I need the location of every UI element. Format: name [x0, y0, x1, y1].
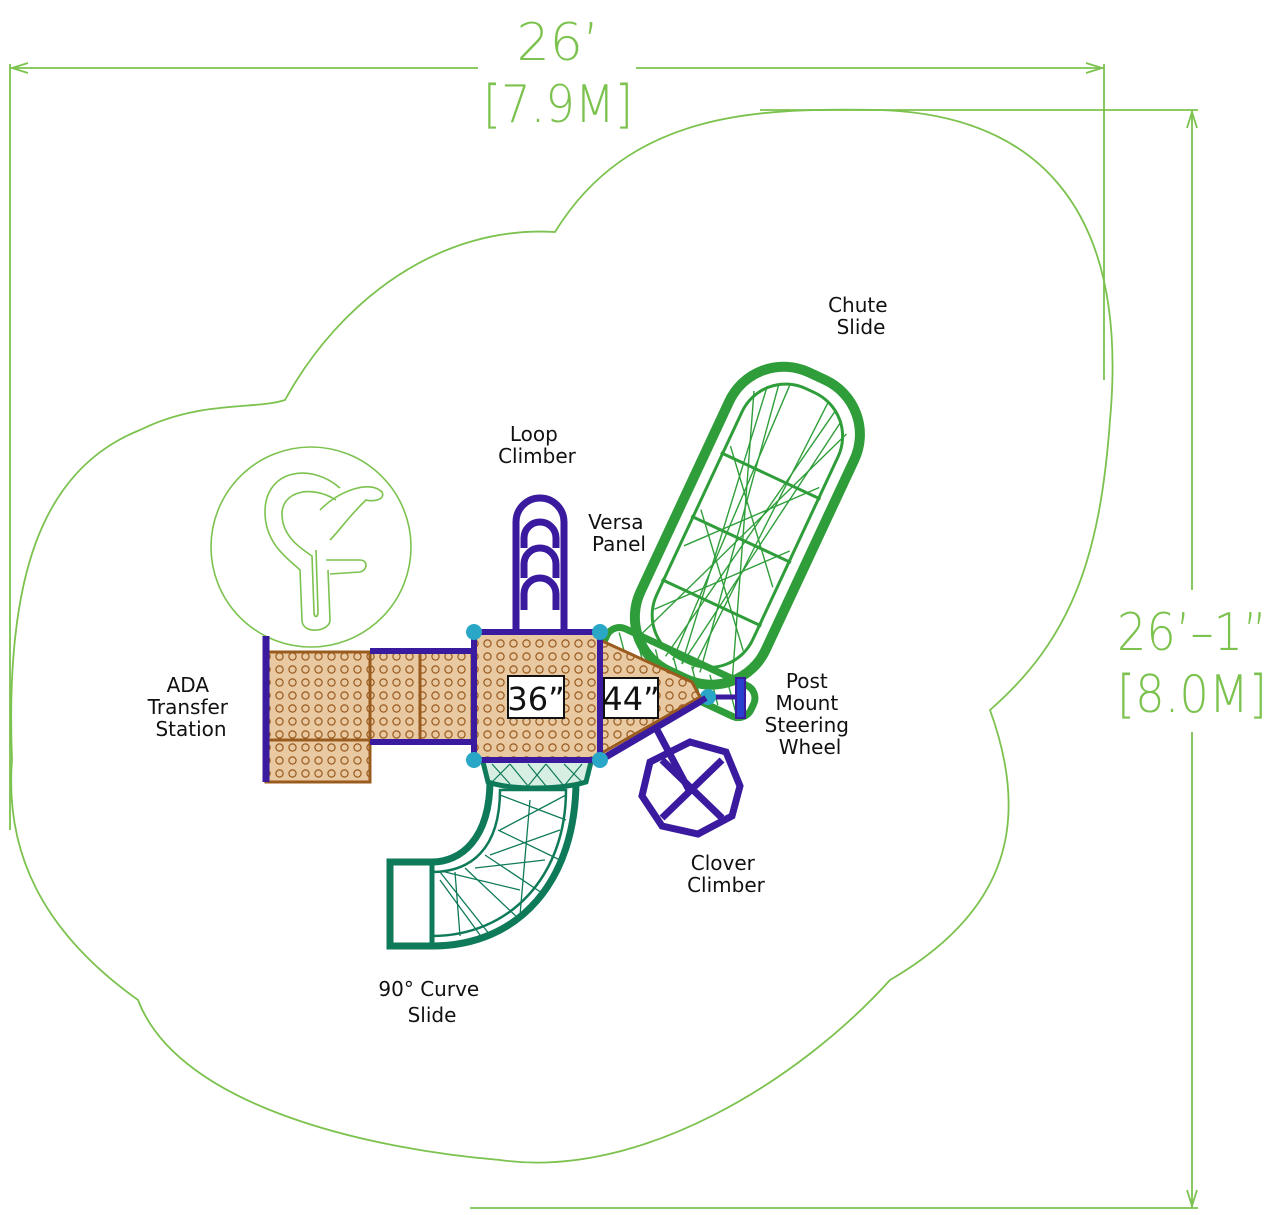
deck-frame	[471, 629, 708, 763]
deck-36	[472, 630, 602, 762]
label-clover-climber: Clover Climber	[687, 851, 766, 897]
label-curve-slide: 90° Curve Slide	[378, 977, 485, 1027]
post-cap	[466, 752, 482, 768]
depth-feet-label: 26’–1”	[1117, 603, 1267, 663]
ada-transfer-station	[262, 636, 474, 784]
chute-slide	[599, 361, 865, 722]
depth-meters-label: [8.0M]	[1117, 665, 1267, 725]
post-cap	[592, 752, 608, 768]
label-loop-climber: Loop Climber	[498, 422, 577, 468]
deck-height-36: 36”	[507, 680, 564, 718]
cf-logo-icon	[210, 446, 412, 648]
width-feet-label: 26’	[517, 13, 600, 73]
deck-44	[598, 637, 703, 757]
width-dimension	[8, 62, 1106, 830]
label-versa-panel: Versa Panel	[588, 510, 650, 556]
post-cap	[592, 624, 608, 640]
label-chute-slide: Chute Slide	[828, 293, 894, 339]
safety-zone-boundary	[10, 108, 1114, 1164]
width-meters-label: [7.9M]	[483, 75, 633, 135]
curve-slide	[386, 755, 596, 950]
label-ada-transfer-station: ADA Transfer Station	[147, 673, 235, 741]
post-cap	[466, 624, 482, 640]
label-steering-wheel: Post Mount Steering Wheel	[765, 669, 856, 759]
deck-posts	[466, 624, 608, 768]
loop-climber	[512, 494, 568, 632]
deck-height-44: 44”	[602, 680, 659, 718]
